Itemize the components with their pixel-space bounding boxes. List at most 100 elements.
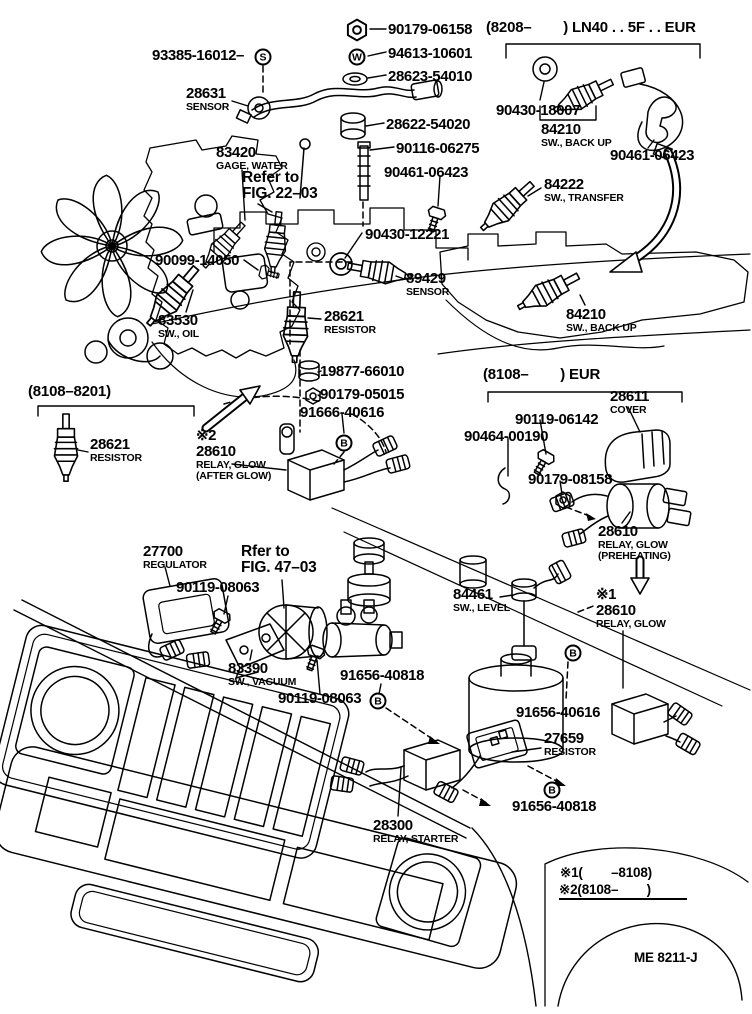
reservoir-small-icon (459, 555, 487, 589)
part-28610-glow-line-2: RELAY, GLOW (596, 617, 666, 630)
arrowhead-backup (609, 251, 643, 273)
part-84461-line-1: SW., LEVEL (453, 601, 510, 614)
ref-fig-22-03-line-1: FIG. 22–03 (242, 185, 318, 203)
vacuum-switch-icon (225, 623, 285, 679)
circled-b-icon-3: B (564, 644, 582, 662)
circled-w-icon: W (348, 48, 366, 66)
part-28610-preheating-line-1: RELAY, GLOW (598, 538, 668, 551)
part-90119-08063-lower: 90119-08063 (278, 690, 362, 707)
part-28611-line-0: 28611 (610, 388, 649, 405)
part-90179-06158-line-0: 90179-06158 (388, 21, 473, 38)
cover-28611-icon (604, 429, 671, 483)
part-91656-40616-line-0: 91656-40616 (516, 704, 601, 721)
part-90464-00190: 90464-00190 (464, 429, 548, 445)
part-28621-left-line-0: 28621 (90, 436, 130, 453)
drawing-number: ME 8211-J (634, 950, 698, 965)
arrowhead-relay (630, 577, 650, 595)
part-90119-08063-lower-line-0: 90119-08063 (278, 690, 362, 707)
part-28622-54020-line-0: 28622-54020 (386, 116, 471, 133)
oring-icon (532, 56, 558, 82)
vacuum-canister-icon (258, 604, 328, 660)
part-91656-40616: 91656-40616 (516, 705, 600, 721)
headlight-right-icon (375, 837, 482, 948)
part-90461-06423-right-line-0: 90461-06423 (610, 147, 695, 164)
truck-front-illustration (0, 599, 749, 1007)
leader-lines (37, 28, 701, 817)
part-83420-line-1: GAGE, WATER (216, 159, 288, 172)
part-84210-right-line-0: 84210 (566, 306, 606, 323)
part-89429-line-0: 89429 (406, 270, 446, 287)
circled-s-icon: S (254, 48, 272, 66)
part-90099-14050-line-0: 90099-14050 (155, 252, 240, 269)
part-91666-40616: 91666-40616 (300, 405, 384, 421)
engine-illustration (40, 135, 751, 398)
part-90116-06275-line-0: 90116-06275 (396, 140, 480, 157)
part-91656-40818-lower-line-0: 91656-40818 (512, 798, 597, 815)
relay-preheating-icon (548, 483, 692, 549)
header-8108-8201: (8108–8201) (28, 384, 111, 400)
part-28621-center-line-1: RESISTOR (324, 323, 376, 336)
part-28611-line-1: COVER (610, 403, 647, 416)
part-90430-12221-line-0: 90430-12221 (365, 226, 450, 243)
part-27659-line-0: 27659 (544, 730, 584, 747)
part-83390-line-1: SW., VACUUM (228, 675, 297, 688)
part-28621-center-line-0: 28621 (324, 308, 364, 325)
part-94613-10601-line-0: 94613-10601 (388, 45, 473, 62)
part-28610-afterglow-line-2: RELAY, GLOW (196, 458, 266, 471)
header-8208-ln40-line-0: (8208– ) LN40 . . 5F . . EUR (486, 19, 696, 36)
part-28622-54020: 28622-54020 (386, 117, 470, 133)
regulator-icon (142, 577, 230, 670)
part-28610-afterglow-line-3: (AFTER GLOW) (196, 469, 272, 482)
part-83530-line-0: 83530 (158, 312, 198, 329)
part-90430-18007: 90430-18007 (496, 103, 580, 119)
part-28610-glow-line-0: ※1 (596, 586, 617, 603)
stud-bolt-icon (357, 141, 371, 201)
part-84461-line-0: 84461 (453, 586, 493, 603)
sensor-boss-icon (340, 112, 366, 140)
part-93385-16012-line-0: 93385-16012– (152, 47, 244, 64)
header-8108-8201-line-0: (8108–8201) (28, 383, 111, 400)
part-90430-12221: 90430-12221 (365, 227, 449, 243)
part-icons (53, 18, 702, 805)
part-28610-preheating-line-2: (PREHEATING) (598, 549, 671, 562)
reservoir-icon (347, 537, 391, 607)
part-84222-line-0: 84222 (544, 176, 584, 193)
wheel-arch-icon (557, 922, 743, 1007)
part-90461-06423-right: 90461-06423 (610, 148, 694, 164)
circled-b-icon-4: B (543, 781, 561, 799)
drawing-number-line-0: ME 8211-J (634, 950, 698, 965)
header-8108-eur-line-0: (8108– ) EUR (483, 366, 601, 383)
part-28623-54010: 28623-54010 (388, 69, 472, 85)
part-91656-40818-lower: 91656-40818 (512, 799, 596, 815)
part-27700-line-1: REGULATOR (143, 558, 207, 571)
header-8108-eur: (8108– ) EUR (483, 367, 600, 383)
part-28623-54010-line-0: 28623-54010 (388, 68, 473, 85)
footnote-1: ※1( –8108) (560, 865, 652, 880)
relay-afterglow-icon (279, 423, 412, 501)
headlight-left-icon (15, 646, 135, 775)
part-28610-afterglow-line-0: ※2 (196, 427, 217, 444)
part-89429-line-1: SENSOR (406, 285, 450, 298)
footnote-2: ※2(8108– ) (559, 882, 687, 901)
part-28631-line-1: SENSOR (186, 100, 230, 113)
relay-glow-icon (611, 693, 702, 757)
part-28300-line-0: 28300 (373, 817, 413, 834)
part-90116-06275: 90116-06275 (396, 140, 480, 157)
part-19877-66010: 19877-66010 (320, 364, 404, 380)
part-84210-top-line-0: 84210 (541, 121, 581, 138)
part-90461-06423-mid-line-0: 90461-06423 (384, 164, 469, 181)
ref-fig-47-03-line-0: Rfer to (241, 543, 290, 560)
part-90119-08063-upper-line-0: 90119-08063 (176, 579, 260, 596)
